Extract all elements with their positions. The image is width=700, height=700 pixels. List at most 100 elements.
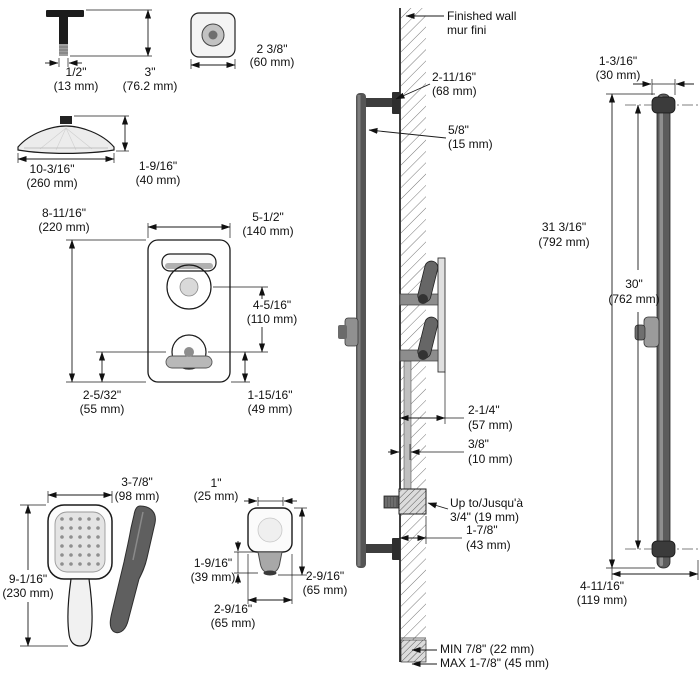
flange-size-label-in: 2 3/8": [257, 42, 288, 56]
bar-bracket-width-label-in: 1-3/16": [599, 54, 637, 68]
bar-bottom-arm: [364, 544, 392, 553]
hand-shower-length-label-in: 9-1/16": [9, 572, 47, 586]
trim-knob-bar: [165, 355, 213, 369]
slider-knob-side: [338, 325, 347, 339]
elbow-depth-label-mm: (43 mm): [466, 538, 511, 552]
slider-knob-front: [634, 324, 646, 341]
elbow-outlet: [263, 570, 277, 576]
trim-bottom-right-label-in: 1-15/16": [248, 388, 293, 402]
finished-wall-label-en: Finished wall: [447, 9, 516, 23]
arm-length-label-in: 3": [145, 65, 156, 79]
arm-width-label-mm: (13 mm): [54, 79, 99, 93]
rain-head-height-label-mm: (40 mm): [136, 173, 181, 187]
elbow-top-label-in: 1": [211, 476, 222, 490]
elbow-bottom-label-in: 2-9/16": [214, 602, 252, 616]
bar-bottom-offset-label-in: 4-11/16": [580, 579, 624, 593]
elbow-left-label-in: 1-9/16": [194, 556, 232, 570]
valve-depth-label-mm: (57 mm): [468, 418, 513, 432]
bar-diameter-label-mm: (15 mm): [448, 137, 493, 151]
slider-clamp-front: [643, 316, 660, 348]
elbow-spout: [257, 551, 283, 574]
bar-top-wall-plate: [392, 92, 400, 114]
floor-block: [400, 639, 427, 663]
rain-head-diameter-label-in: 10-3/16": [30, 162, 75, 176]
flange-size-label-mm: (60 mm): [250, 55, 295, 69]
shower-arm-flange: [46, 10, 84, 17]
trim-spacing-label-mm: (110 mm): [247, 312, 297, 326]
elbow-body-section: [398, 488, 427, 515]
wall-dims: [368, 12, 464, 668]
hand-shower-width-label-mm: (98 mm): [115, 489, 160, 503]
rain-head-dims: [17, 115, 129, 163]
supply-pipe: [403, 360, 412, 490]
spray-nozzles: [60, 517, 100, 566]
trim-escutcheon: [166, 264, 212, 310]
trim-bottom-left-label-in: 2-5/32": [83, 388, 121, 402]
trim-height-label-in: 8-11/16": [42, 206, 86, 220]
plate-depth-label-in: 3/8": [468, 437, 489, 451]
valve-depth-label-in: 2-1/4": [468, 403, 500, 417]
supply-elbow-view: 1" (25 mm) 1-9/16" (39 mm) 2-9/16" (65 m…: [191, 476, 348, 630]
trim-spacing-label-in: 4-5/16": [253, 298, 291, 312]
bar-bracket-width-label-mm: (30 mm): [596, 68, 641, 82]
top-mount-bracket: [651, 96, 676, 114]
floor-min-label: MIN 7/8" (22 mm): [440, 642, 534, 656]
trim-height-label-mm: (220 mm): [38, 220, 89, 234]
arm-length-label-mm: (76.2 mm): [123, 79, 178, 93]
elbow-top-label-mm: (25 mm): [194, 489, 239, 503]
elbow-depth-label-in: 1-7/8": [466, 523, 498, 537]
elbow-right-label-mm: (65 mm): [303, 583, 348, 597]
valve-guard-face: [437, 257, 446, 373]
slide-bar-view: 1-3/16" (30 mm) 31 3/16" (792 mm) 30" (7…: [538, 54, 699, 607]
trim-bottom-left-label-mm: (55 mm): [80, 402, 125, 416]
rain-head-height-label-in: 1-9/16": [139, 159, 177, 173]
valve-trim-view: 8-11/16" (220 mm) 5-1/2" (140 mm) 4-5/16…: [38, 206, 297, 416]
floor-max-label: MAX 1-7/8" (45 mm): [440, 656, 549, 670]
bar-overall-length-label-in: 31 3/16": [542, 220, 586, 234]
wall-thickness-label-l1: Up to/Jusqu'à: [450, 496, 523, 510]
slide-bar-dims: [606, 79, 699, 580]
bar-bottom-wall-plate: [392, 538, 400, 560]
trim-bottom-right-label-mm: (49 mm): [248, 402, 293, 416]
hand-shower-face: [54, 511, 106, 573]
flange-hole: [208, 30, 218, 40]
hand-shower-view: 3-7/8" (98 mm) 9-1/16" (230 mm): [2, 475, 160, 647]
bar-top-arm: [364, 98, 392, 107]
shower-arm-dims: [45, 9, 152, 67]
arm-flange-view: 2 3/8" (60 mm): [190, 12, 295, 69]
shower-arm-stem: [59, 17, 68, 44]
trim-width-label-mm: (140 mm): [242, 224, 293, 238]
bottom-mount-bracket: [651, 540, 676, 558]
trim-width-label-in: 5-1/2": [252, 210, 284, 224]
trim-plate: [147, 239, 231, 383]
hand-shower-dims: [20, 491, 113, 647]
supply-elbow-dims: [234, 497, 307, 604]
hand-shower-handle: [67, 578, 93, 647]
rain-head-view: 10-3/16" (260 mm) 1-9/16" (40 mm): [17, 115, 181, 190]
plate-depth-label-mm: (10 mm): [468, 452, 513, 466]
bar-cc-label-in: 30": [625, 277, 643, 291]
shower-arm-view: 1/2" (13 mm) 3" (76.2 mm): [45, 9, 178, 93]
bar-cc-label-mm: (762 mm): [608, 292, 659, 306]
bar-diameter-label-in: 5/8": [448, 123, 469, 137]
arm-flange-dims: [190, 59, 236, 69]
rain-head-body: [17, 125, 115, 154]
wall-section-view: Finished wall mur fini 2-11/16" (68 mm) …: [338, 8, 549, 670]
rain-head-diameter-label-mm: (260 mm): [26, 176, 77, 190]
elbow-right-label-in: 2-9/16": [306, 569, 344, 583]
bracket-offset-label-in: 2-11/16": [432, 70, 476, 84]
arm-width-label-in: 1/2": [66, 65, 87, 79]
wall-thickness-label-l2: 3/4" (19 mm): [450, 510, 519, 524]
hand-shower-length-label-mm: (230 mm): [2, 586, 53, 600]
valve-trim-dims: [66, 223, 268, 383]
bar-overall-length-label-mm: (792 mm): [538, 235, 589, 249]
elbow-left-label-mm: (39 mm): [191, 570, 236, 584]
finished-wall-label-fr: mur fini: [447, 23, 486, 37]
hand-shower-side-profile: [109, 505, 156, 634]
bracket-offset-label-mm: (68 mm): [432, 84, 477, 98]
bar-bottom-offset-label-mm: (119 mm): [577, 593, 627, 607]
elbow-bottom-label-mm: (65 mm): [211, 616, 256, 630]
hand-shower-width-label-in: 3-7/8": [121, 475, 153, 489]
